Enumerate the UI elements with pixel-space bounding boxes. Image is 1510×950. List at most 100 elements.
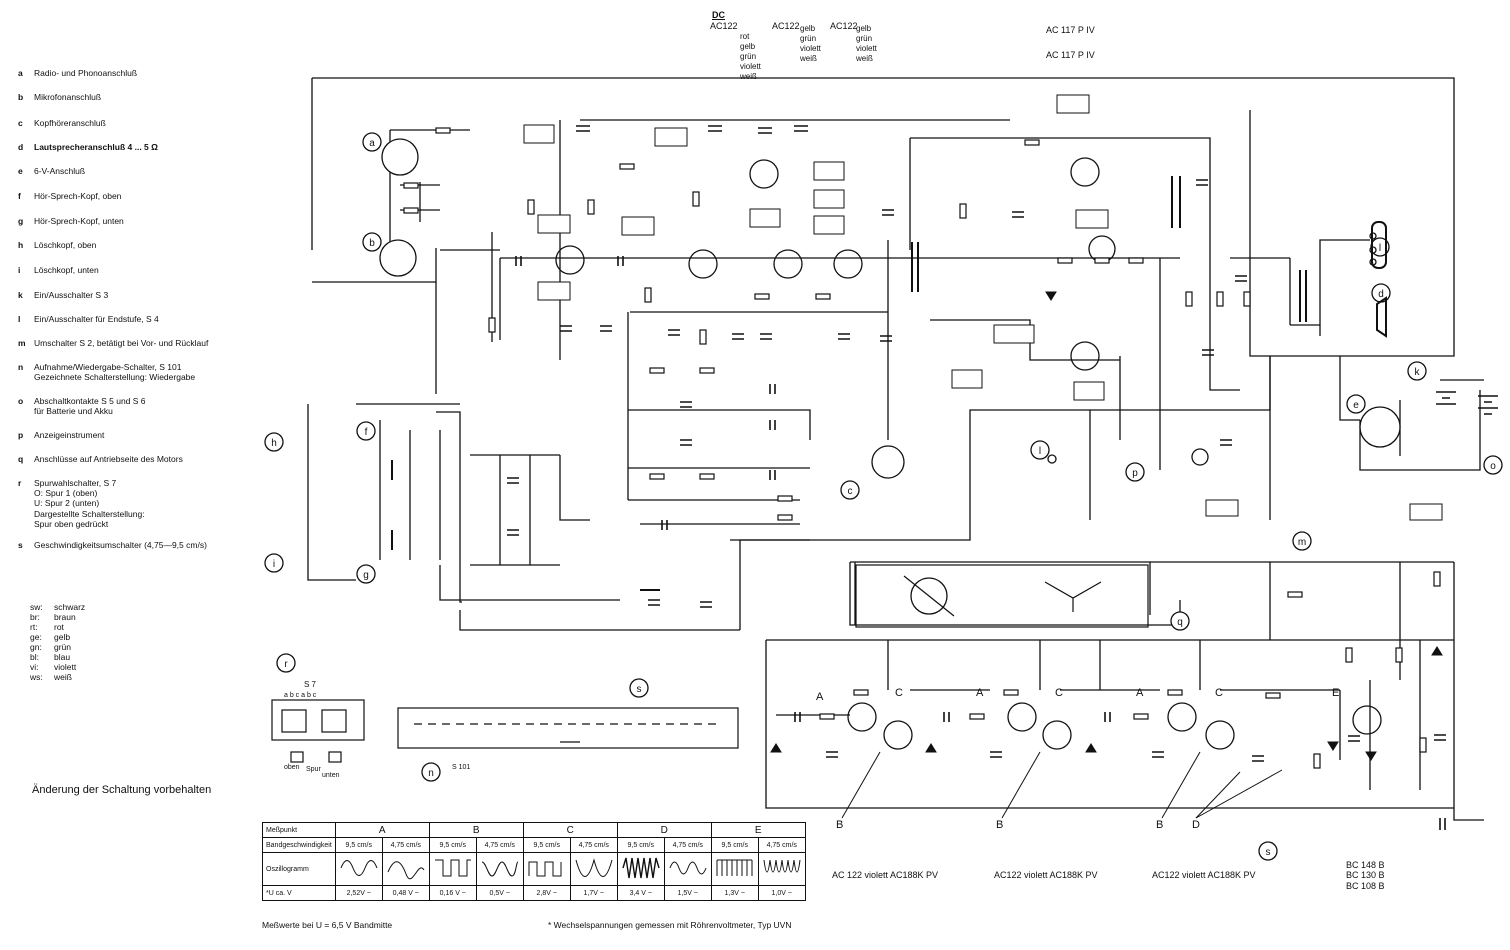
callout-o: o [1490, 461, 1496, 472]
oscillogram-b2 [481, 861, 519, 877]
transistor-type-4: AC 117 P IV [1046, 25, 1095, 35]
callout-h: h [271, 438, 277, 449]
diodes [770, 291, 1443, 761]
color-code: ge:gelb [30, 632, 71, 643]
color-code: gn:grün [30, 642, 72, 653]
s7-title: S 7 [304, 680, 317, 689]
oscillogram-e2 [763, 859, 801, 873]
callout-f: f [365, 427, 368, 438]
change-note: Änderung der Schaltung vorbehalten [32, 784, 212, 796]
oscillogram-c1 [528, 861, 562, 877]
point-c-1: C [895, 687, 903, 699]
color-code: br:braun [30, 612, 76, 623]
measurement-table: Meßpunkt A B C D E Bandgeschwindigkeit 9… [262, 822, 806, 901]
table-cell: 1,7V ~ [569, 885, 618, 901]
callout-g: g [363, 570, 369, 581]
callout-a: a [369, 138, 375, 149]
s7-switch-panel [271, 699, 365, 763]
transistor-type-5: AC 117 P IV [1046, 50, 1095, 60]
table-cell: 0,16 V ~ [428, 885, 477, 901]
voltage-boxes [523, 94, 1443, 521]
color-code: bl:blau [30, 652, 71, 663]
color-code: rt:rot [30, 622, 64, 633]
callout-l-2: l [1379, 243, 1381, 254]
s7-label-spur: Spur [306, 766, 321, 773]
point-a-3: A [1136, 687, 1144, 699]
transistor-type-1: AC122 [710, 21, 738, 31]
point-d: D [1192, 819, 1200, 831]
callout-letters: a b h i f g c l p q s m k e o l d r n s [271, 138, 1496, 858]
wire-color-codes: sw:schwarz br:braun rt:rot ge:gelb gn:gr… [30, 602, 85, 682]
s101-switch-strip [397, 707, 739, 749]
oscillogram-b1 [434, 859, 471, 877]
bottom-transistor-label-1: AC 122 violett AC188K PV [832, 870, 939, 880]
transistors [555, 157, 1382, 750]
footer-voltage-note: * Wechselspannungen gemessen mit Röhrenv… [548, 920, 792, 930]
callout-k: k [1415, 367, 1421, 378]
callout-e: e [1353, 400, 1359, 411]
point-a-2: A [976, 687, 984, 699]
callout-c: c [848, 486, 853, 497]
oscillogram-cell [616, 852, 665, 886]
s7-label-oben: oben [284, 764, 300, 771]
table-row: *U ca. V 2,52V ~ 0,48 V ~ 0,16 V ~ 0,5V … [262, 885, 806, 901]
point-e: E [1332, 687, 1339, 699]
point-b-3: B [1156, 819, 1163, 831]
s7-columns: a b c a b c [284, 692, 317, 699]
table-cell: 1,0V ~ [757, 885, 806, 901]
callouts [264, 132, 1503, 861]
callout-i: i [273, 559, 275, 570]
s7-label-unten: unten [322, 772, 340, 779]
oscillogram-a1 [340, 860, 378, 876]
callout-m: m [1298, 537, 1306, 548]
color-code: vi:violett [30, 662, 77, 673]
callout-d: d [1378, 289, 1384, 300]
callout-r: r [284, 659, 288, 670]
point-c-3: C [1215, 687, 1223, 699]
point-c-2: C [1055, 687, 1063, 699]
point-a-1: A [816, 691, 824, 703]
callout-l: l [1039, 446, 1041, 457]
wiring [307, 77, 1484, 821]
callout-q: q [1177, 617, 1183, 628]
callout-s: s [1266, 847, 1271, 858]
callout-s-2: s [637, 684, 642, 695]
callout-b: b [369, 238, 375, 249]
s101-label: S 101 [452, 764, 471, 771]
transistor-type-2: AC122 [772, 21, 800, 31]
point-b-2: B [996, 819, 1003, 831]
oscillogram-c2 [575, 858, 613, 877]
color-code: ws:weiß [30, 672, 72, 683]
bottom-transistor-label-3: AC122 violett AC188K PV [1152, 870, 1256, 880]
capacitors [507, 125, 1446, 830]
oscillogram-a2 [387, 861, 425, 880]
bottom-transistor-label-2: AC122 violett AC188K PV [994, 870, 1098, 880]
oscillogram-d1 [622, 857, 660, 879]
callout-p: p [1132, 468, 1138, 479]
callout-n: n [428, 768, 434, 779]
pointer-lines [841, 751, 1283, 819]
oscillogram-e1 [716, 859, 753, 876]
resistors [403, 127, 1441, 769]
transistor-type-3: AC122 [830, 21, 858, 31]
